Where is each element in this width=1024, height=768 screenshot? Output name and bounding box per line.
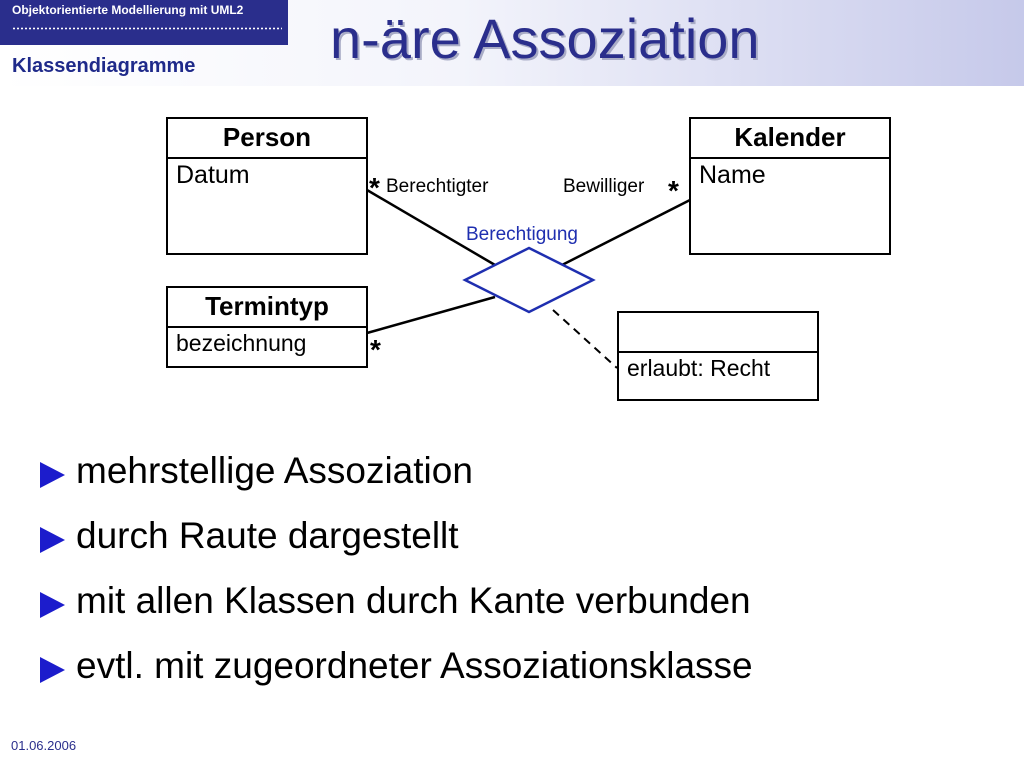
footer-date: 01.06.2006 <box>11 738 77 753</box>
class-kalender: Kalender Name <box>689 117 891 255</box>
dotted-divider <box>12 27 282 30</box>
bullet-text: mit allen Klassen durch Kante verbunden <box>76 580 751 621</box>
edge-termintyp-diamond <box>366 295 496 335</box>
association-class-attribute: erlaubt: Recht <box>627 355 771 381</box>
triangle-bullet-icon <box>40 657 65 683</box>
class-person-name: Person <box>168 119 366 159</box>
association-class-name <box>619 313 817 353</box>
class-person: Person Datum <box>166 117 368 255</box>
class-termintyp-name: Termintyp <box>168 288 366 328</box>
triangle-bullet-icon <box>40 527 65 553</box>
multiplicity-person: * <box>369 172 380 203</box>
class-kalender-attribute: Name <box>699 161 766 189</box>
multiplicity-kalender: * <box>668 175 679 206</box>
course-title: Objektorientierte Modellierung mit UML2 <box>12 3 244 17</box>
class-termintyp-attribute: bezeichnung <box>176 330 307 356</box>
slide-title: n-äre Assoziation <box>330 7 760 70</box>
edge-kalender-diamond <box>561 198 691 267</box>
bullet-text: evtl. mit zugeordneter Assoziationsklass… <box>76 645 753 686</box>
class-termintyp: Termintyp bezeichnung <box>166 286 368 368</box>
role-person: Berechtigter <box>386 176 489 197</box>
association-diamond <box>462 246 596 314</box>
bullet-text: durch Raute dargestellt <box>76 515 459 556</box>
class-person-attribute: Datum <box>176 161 250 189</box>
role-kalender: Bewilliger <box>563 176 645 197</box>
association-class: erlaubt: Recht <box>617 311 819 401</box>
bullet-text: mehrstellige Assoziation <box>76 450 473 491</box>
triangle-bullet-icon <box>40 592 65 618</box>
edge-association-class <box>552 309 618 369</box>
triangle-bullet-icon <box>40 462 65 488</box>
edge-person-diamond <box>366 188 496 267</box>
association-name: Berechtigung <box>466 224 578 245</box>
class-kalender-name: Kalender <box>691 119 889 159</box>
multiplicity-termintyp: * <box>370 334 381 365</box>
slide-header: Objektorientierte Modellierung mit UML2 … <box>0 0 1024 86</box>
section-title: Klassendiagramme <box>12 55 196 77</box>
course-bar: Objektorientierte Modellierung mit UML2 <box>0 0 288 45</box>
